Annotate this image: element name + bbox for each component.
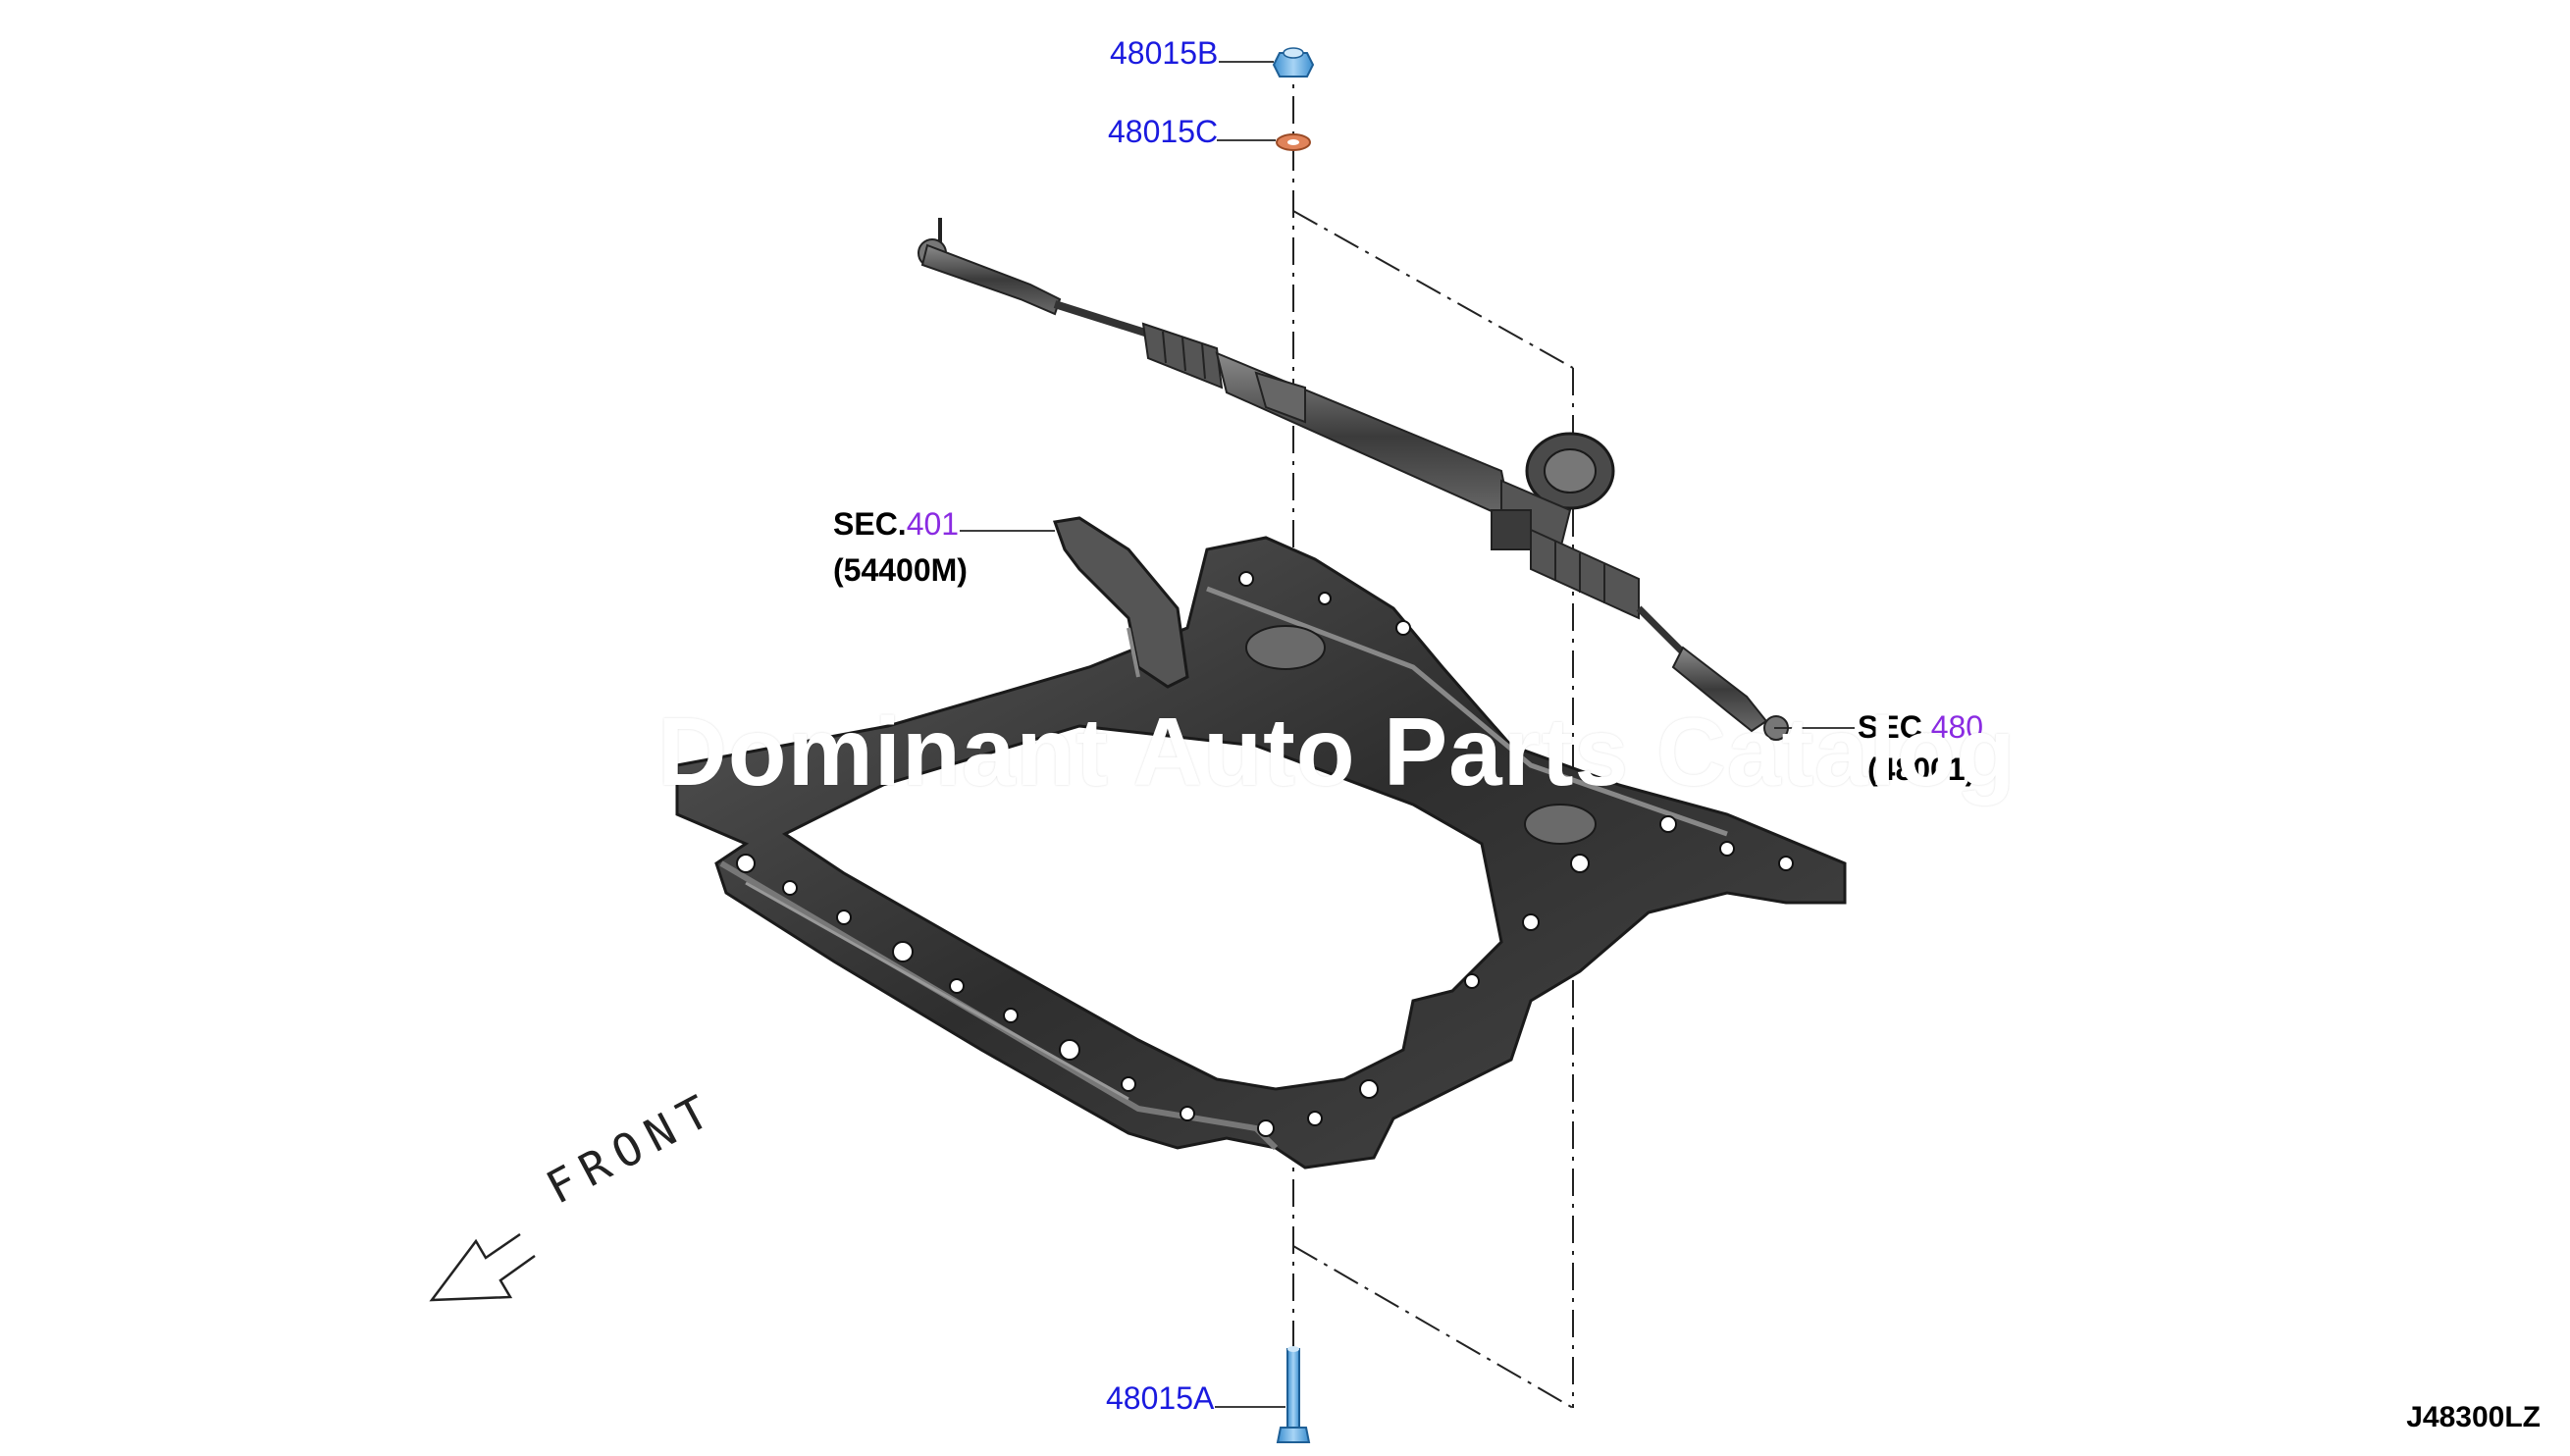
section-ref-right: SEC.480 [1858,711,1983,743]
leader-lines [960,61,1855,1408]
front-arrow-icon [429,1232,536,1302]
washer-48015c-icon[interactable] [1276,133,1311,151]
section-ref-left: SEC.401 [833,508,959,540]
section-link-401[interactable]: 401 [906,506,960,542]
front-suspension-member[interactable] [675,516,1847,1170]
bolt-48015a-icon[interactable] [1276,1346,1311,1443]
section-sub-right: (48001) [1867,752,1976,787]
part-number-48015a[interactable]: 48015A [1106,1380,1215,1416]
diagram-code: J48300LZ [2406,1401,2541,1433]
section-prefix-right: SEC. [1858,709,1931,745]
steering-gear-assembly[interactable] [918,218,1789,741]
section-link-480[interactable]: 480 [1930,709,1984,745]
nut-48015b-icon[interactable] [1272,47,1315,78]
section-sub-left: (54400M) [833,552,968,588]
section-prefix-left: SEC. [833,506,907,542]
part-number-48015b[interactable]: 48015B [1110,35,1219,71]
part-number-48015c[interactable]: 48015C [1108,114,1219,149]
